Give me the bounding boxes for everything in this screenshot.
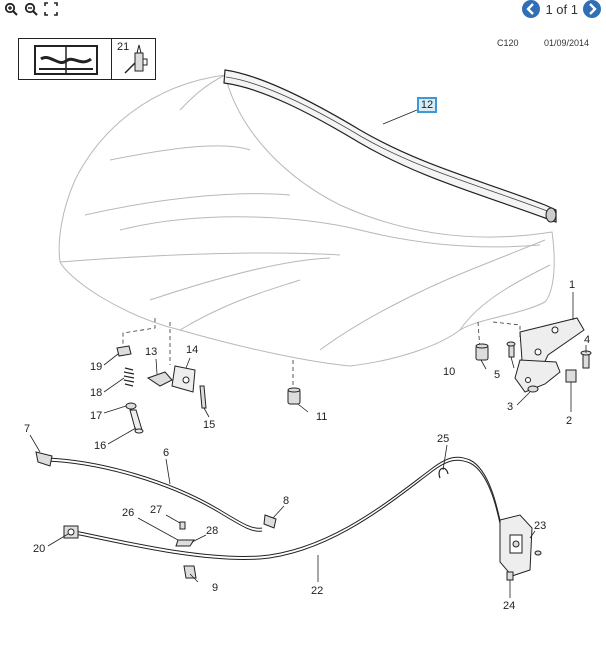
hinge-pin-2 [565, 369, 577, 383]
callout-9[interactable]: 9 [212, 582, 218, 594]
previous-page-icon[interactable] [521, 0, 541, 19]
callout-20[interactable]: 20 [33, 543, 45, 555]
illustration-code: C120 [497, 38, 519, 48]
callout-8[interactable]: 8 [283, 495, 289, 507]
zoom-out-icon[interactable] [24, 2, 38, 16]
release-cable-6 [45, 457, 263, 532]
leader-12 [382, 109, 418, 125]
clip-9 [183, 565, 197, 579]
callout-5[interactable]: 5 [494, 369, 500, 381]
fit-to-page-icon[interactable] [44, 2, 58, 16]
screw-23 [534, 550, 542, 556]
callout-2[interactable]: 2 [566, 415, 572, 427]
cable-clip-8 [263, 514, 277, 529]
hinge-bolt-4 [580, 350, 592, 369]
reference-number: 21 [117, 41, 130, 53]
manual-book-icon [34, 45, 98, 75]
clip-25 [438, 467, 449, 479]
callout-22[interactable]: 22 [311, 585, 323, 597]
viewer-toolbar: 1 of 1 [0, 0, 606, 18]
bumper-11 [287, 387, 301, 405]
callout-12-highlight[interactable]: 12 [417, 97, 437, 113]
release-handle-23 [499, 514, 533, 577]
hood-panel [58, 74, 555, 367]
pager: 1 of 1 [521, 0, 606, 19]
callout-14[interactable]: 14 [186, 344, 198, 356]
grease-tool-icon [124, 44, 148, 74]
callout-10[interactable]: 10 [443, 366, 455, 378]
striker-16 [129, 409, 144, 434]
grommet-27 [179, 521, 186, 530]
callout-4[interactable]: 4 [584, 334, 590, 346]
cable-end-7 [35, 451, 53, 467]
callout-3[interactable]: 3 [507, 401, 513, 413]
latch-catch-19 [116, 345, 132, 357]
hood-hinge [514, 317, 585, 393]
spring-18 [123, 367, 135, 387]
callout-13[interactable]: 13 [145, 346, 157, 358]
safety-catch-13 [146, 371, 173, 387]
next-page-icon[interactable] [582, 0, 602, 19]
zoom-in-icon[interactable] [4, 2, 18, 16]
bracket-14 [171, 365, 196, 393]
zoom-tools [0, 2, 58, 16]
leader-lines [29, 292, 587, 598]
cable-end-20 [63, 525, 79, 539]
callout-11[interactable]: 11 [316, 411, 327, 423]
callout-26[interactable]: 26 [122, 507, 134, 519]
callout-23[interactable]: 23 [534, 520, 546, 532]
bolt-15 [199, 385, 207, 409]
screw-24 [506, 571, 514, 581]
callout-16[interactable]: 16 [94, 440, 106, 452]
callout-7[interactable]: 7 [24, 423, 30, 435]
hood-weatherstrip [223, 69, 557, 223]
callout-1[interactable]: 1 [569, 279, 575, 291]
hinge-bolt-5 [506, 341, 516, 358]
bumper-10 [475, 343, 489, 361]
callout-24[interactable]: 24 [503, 600, 515, 612]
manual-reference-box: 21 [18, 38, 156, 80]
callout-25[interactable]: 25 [437, 433, 449, 445]
clip-28 [175, 539, 195, 547]
callout-17[interactable]: 17 [90, 410, 102, 422]
illustration-date: 01/09/2014 [544, 38, 590, 48]
callout-6[interactable]: 6 [163, 447, 169, 459]
callout-27[interactable]: 27 [150, 504, 162, 516]
callout-28[interactable]: 28 [206, 525, 218, 537]
callout-19[interactable]: 19 [90, 361, 102, 373]
washer-17 [125, 402, 137, 410]
hinge-nut-3 [527, 385, 539, 393]
release-cable-22 [69, 456, 503, 561]
page-indicator: 1 of 1 [545, 1, 578, 17]
callout-15[interactable]: 15 [203, 419, 215, 431]
callout-18[interactable]: 18 [90, 387, 102, 399]
box-divider [111, 39, 112, 79]
